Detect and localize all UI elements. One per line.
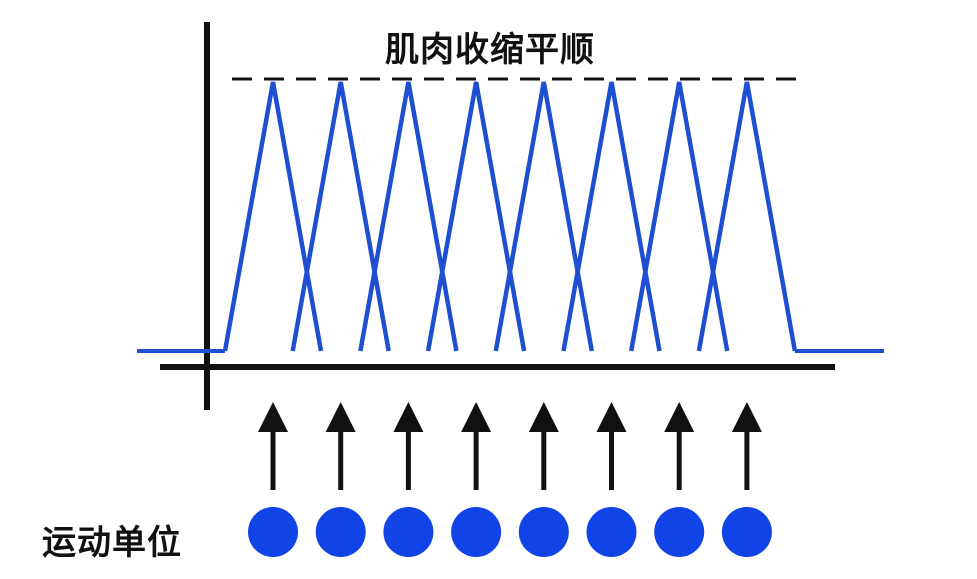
twitch-wave-7 [628,81,730,352]
motor-unit-2 [315,507,366,557]
axes [160,22,835,410]
stimulus-arrow-5 [528,402,559,490]
motor-units-label: 运动单位 [42,523,182,563]
arrow-head [528,402,559,432]
motor-unit-5 [518,507,569,557]
twitch-wave-1 [222,81,324,352]
motor-unit-3 [383,507,434,557]
arrow-head [258,402,288,432]
stimulus-arrow-4 [461,402,492,490]
arrow-head [596,402,627,432]
stimulus-arrow-3 [393,402,424,490]
motor-unit-8 [721,507,772,557]
twitch-wave-4 [425,81,527,352]
twitch-wave-8 [696,81,798,352]
twitch-wave-6 [561,81,662,352]
twitch-wave-5 [493,81,595,352]
motor-unit-7 [654,507,705,557]
motor-unit-1 [248,507,298,557]
twitch-wave-2 [290,81,391,352]
twitch-waveforms [137,81,884,353]
stimulus-arrows [258,402,762,490]
stimulus-arrow-2 [325,402,356,490]
arrow-head [664,402,695,432]
diagram-title: 肌肉收缩平顺 [385,30,595,70]
stimulus-arrow-7 [664,402,695,490]
arrow-head [325,402,356,432]
stimulus-arrow-8 [731,402,762,490]
arrow-head [461,402,492,432]
stimulus-arrow-6 [596,402,627,490]
motor-unit-4 [451,507,502,557]
stimulus-arrow-1 [258,402,288,490]
arrow-head [393,402,424,432]
motor-unit-6 [586,507,637,557]
arrow-head [731,402,762,432]
twitch-wave-3 [358,81,459,352]
motor-units [248,507,772,557]
